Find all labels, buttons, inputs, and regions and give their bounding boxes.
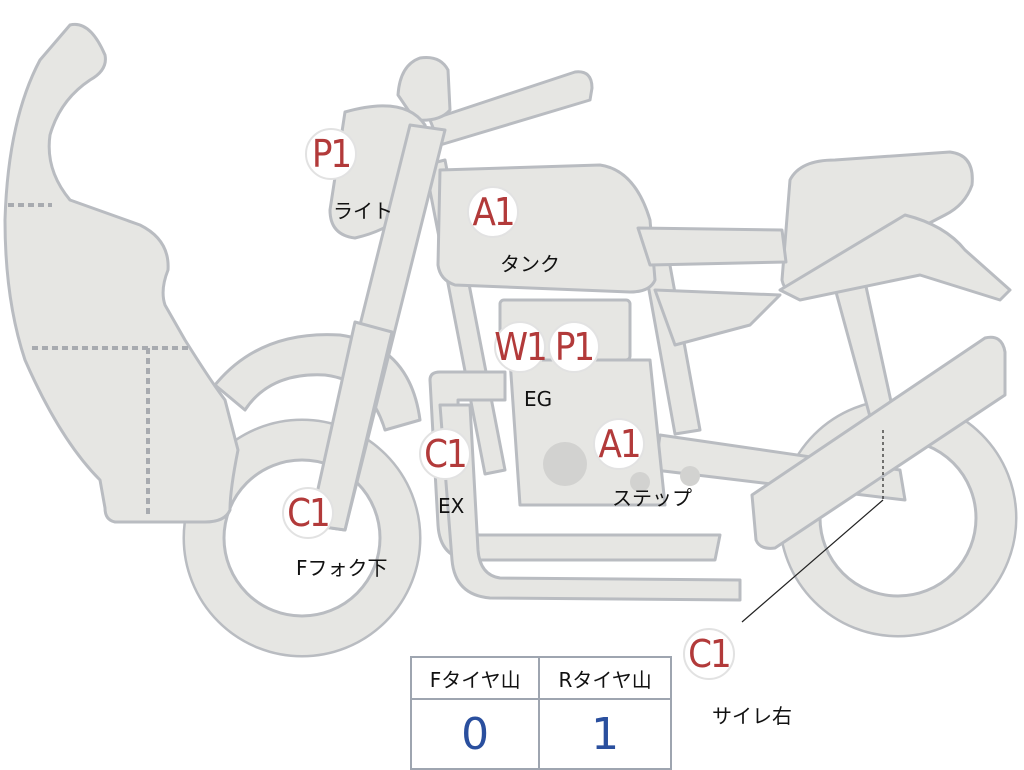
silencer-leader-diag	[741, 499, 884, 623]
label-exhaust: EX	[438, 494, 465, 518]
mirror	[396, 56, 452, 122]
badge-engine-p: P1	[548, 321, 600, 373]
rear-cowl	[778, 213, 1012, 302]
label-tank: タンク	[500, 252, 560, 276]
label-engine: EG	[524, 387, 553, 411]
badge-silencer: C1	[683, 628, 735, 680]
badge-step: A1	[593, 418, 645, 470]
fork-slider	[308, 320, 394, 532]
fairing	[3, 22, 240, 524]
value-front-tire: 0	[409, 698, 541, 770]
label-step: ステップ	[612, 486, 692, 510]
label-silencer: サイレ右	[712, 704, 792, 728]
tire-tread-table: Fタイヤ山 Rタイヤ山 0 1	[409, 656, 672, 770]
badge-light: P1	[305, 128, 357, 180]
badge-engine-w: W1	[494, 321, 548, 373]
handlebar	[428, 70, 594, 147]
muffler	[750, 335, 1007, 550]
frame-toptube	[636, 226, 788, 267]
side-cover	[653, 288, 782, 347]
header-front-tire: Fタイヤ山	[409, 656, 541, 700]
badge-tank: A1	[467, 186, 519, 238]
badge-exhaust: C1	[419, 428, 471, 480]
badge-fork: C1	[282, 487, 334, 539]
front-wheel	[182, 418, 422, 658]
header-rear-tire: Rタイヤ山	[538, 656, 672, 700]
value-rear-tire: 1	[538, 698, 672, 770]
exhaust-pipes	[428, 370, 742, 602]
label-light: ライト	[333, 199, 393, 223]
label-fork: Fフォク下	[296, 556, 388, 580]
